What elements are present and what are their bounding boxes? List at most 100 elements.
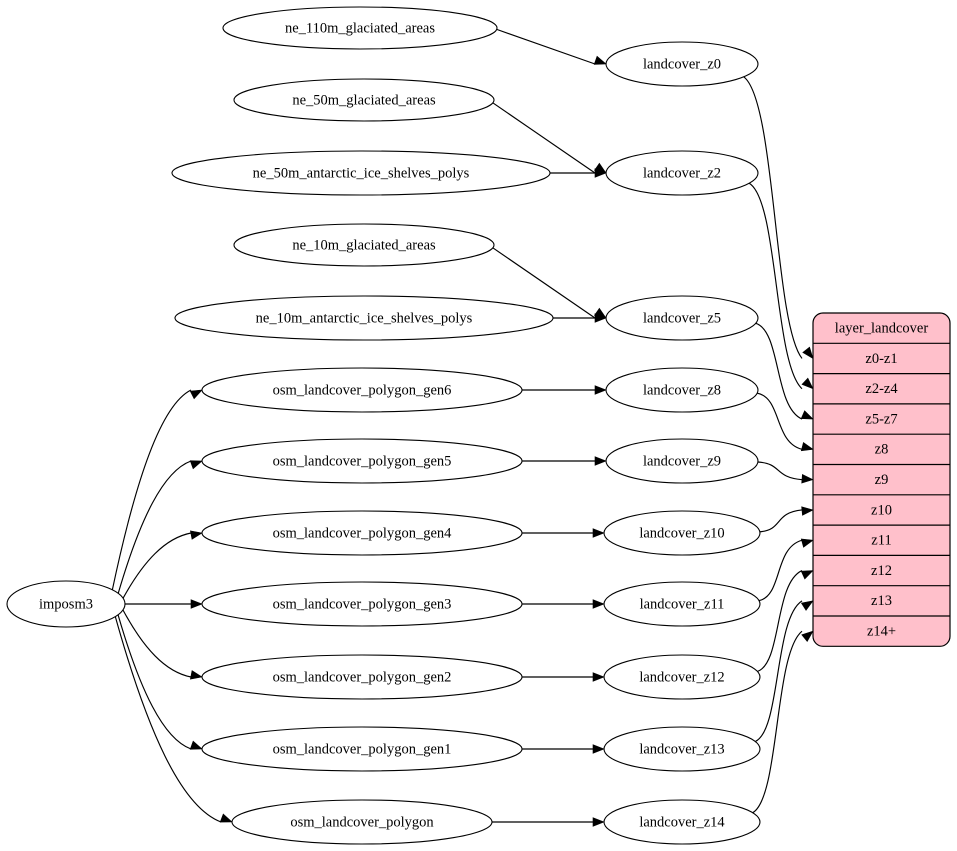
- edge-arrowhead: [189, 740, 203, 750]
- edge-arrowhead: [800, 410, 814, 420]
- layer-table-row-z14+[interactable]: [813, 616, 950, 646]
- source-table-node-ne_10m_glaciated_areas[interactable]: ne_10m_glaciated_areas: [233, 223, 495, 267]
- source-table-node-osm_landcover_polygon_gen1[interactable]: osm_landcover_polygon_gen1: [201, 726, 523, 772]
- layer-table-row-z2-z4[interactable]: [813, 374, 950, 404]
- source-table-node-osm_landcover_polygon_gen3[interactable]: osm_landcover_polygon_gen3: [201, 581, 523, 627]
- node-label-landcover_z8: landcover_z8: [643, 382, 721, 398]
- edge-imposm3-to-osm_landcover_polygon_gen4: [122, 532, 192, 599]
- layer-table-row-z13[interactable]: [813, 586, 950, 616]
- layer-table-row-z11[interactable]: [813, 525, 950, 555]
- node-label-landcover_z2: landcover_z2: [643, 165, 721, 181]
- source-table-node-osm_landcover_polygon_gen2[interactable]: osm_landcover_polygon_gen2: [201, 654, 523, 700]
- node-ellipse-landcover_z0: [605, 41, 759, 87]
- edge-arrowhead: [592, 599, 605, 609]
- node-label-ne_50m_antarctic_ice_shelves_polys: ne_50m_antarctic_ice_shelves_polys: [253, 165, 470, 181]
- node-ellipse-landcover_z11: [603, 581, 761, 627]
- layer-table-body: [812, 312, 951, 647]
- edge-landcover_z2-to-layer_landcover.z2-z4: [748, 182, 803, 390]
- node-ellipse-osm_landcover_polygon: [231, 799, 493, 845]
- node-ellipse-ne_10m_glaciated_areas: [233, 223, 495, 267]
- layer-table-row-z12[interactable]: [813, 555, 950, 585]
- landcover-node-landcover_z13[interactable]: landcover_z13: [603, 726, 761, 772]
- edge-arrowhead: [592, 672, 605, 682]
- source-table-node-ne_50m_glaciated_areas[interactable]: ne_50m_glaciated_areas: [233, 78, 495, 122]
- edge-ne_50m_glaciated_areas-to-landcover_z2: [492, 102, 596, 174]
- layer-table-cell-z13: z13: [871, 593, 892, 609]
- node-label-landcover_z5: landcover_z5: [643, 310, 721, 326]
- layer-table-row-z9[interactable]: [813, 465, 950, 495]
- edge-ne_110m_glaciated_areas-to-landcover_z0: [496, 28, 596, 65]
- source-table-node-osm_landcover_polygon_gen4[interactable]: osm_landcover_polygon_gen4: [201, 510, 523, 556]
- layer-table-row-z8[interactable]: [813, 434, 950, 464]
- node-label-landcover_z10: landcover_z10: [639, 525, 724, 541]
- node-ellipse-landcover_z9: [605, 438, 759, 484]
- nodes-layer: ne_110m_glaciated_areas ne_50m_glaciated_…: [6, 6, 761, 845]
- edge-landcover_z0-to-layer_landcover.z0-z1: [743, 76, 803, 359]
- edge-arrowhead: [800, 570, 814, 580]
- node-ellipse-landcover_z5: [605, 295, 759, 341]
- edge-landcover_z11-to-layer_landcover.z11: [758, 539, 803, 602]
- node-label-osm_landcover_polygon_gen5: osm_landcover_polygon_gen5: [273, 453, 452, 469]
- node-label-ne_110m_glaciated_areas: ne_110m_glaciated_areas: [285, 20, 435, 36]
- node-ellipse-ne_110m_glaciated_areas: [222, 6, 498, 50]
- edge-arrowhead: [801, 474, 814, 484]
- node-label-osm_landcover_polygon_gen6: osm_landcover_polygon_gen6: [273, 382, 452, 398]
- source-table-node-osm_landcover_polygon[interactable]: osm_landcover_polygon: [231, 799, 493, 845]
- node-label-landcover_z9: landcover_z9: [643, 453, 721, 469]
- edge-landcover_z13-to-layer_landcover.z13: [755, 600, 803, 743]
- node-ellipse-landcover_z10: [603, 510, 761, 556]
- source-table-node-ne_110m_glaciated_areas[interactable]: ne_110m_glaciated_areas: [222, 6, 498, 50]
- layer-table-row-z5-z7[interactable]: [813, 404, 950, 434]
- layer-table-cell-z12: z12: [871, 563, 892, 579]
- source-table-node-ne_10m_antarctic_ice_shelves_polys[interactable]: ne_10m_antarctic_ice_shelves_polys: [174, 295, 554, 341]
- landcover-node-landcover_z8[interactable]: landcover_z8: [605, 367, 759, 413]
- node-label-ne_10m_antarctic_ice_shelves_polys: ne_10m_antarctic_ice_shelves_polys: [256, 310, 473, 326]
- edge-ne_10m_glaciated_areas-to-landcover_z5: [492, 247, 596, 319]
- edge-imposm3-to-osm_landcover_polygon_gen2: [122, 609, 192, 678]
- landcover-node-landcover_z10[interactable]: landcover_z10: [603, 510, 761, 556]
- edge-imposm3-to-osm_landcover_polygon_gen5: [117, 460, 192, 594]
- node-ellipse-ne_50m_antarctic_ice_shelves_polys: [171, 150, 551, 196]
- landcover-node-landcover_z5[interactable]: landcover_z5: [605, 295, 759, 341]
- edge-landcover_z12-to-layer_landcover.z12: [757, 570, 803, 673]
- importer-node-imposm3[interactable]: imposm3: [6, 580, 126, 628]
- source-table-node-osm_landcover_polygon_gen5[interactable]: osm_landcover_polygon_gen5: [201, 438, 523, 484]
- node-label-osm_landcover_polygon_gen1: osm_landcover_polygon_gen1: [273, 741, 452, 757]
- node-ellipse-landcover_z12: [603, 654, 761, 700]
- node-ellipse-osm_landcover_polygon_gen1: [201, 726, 523, 772]
- layer-table-row-z10[interactable]: [813, 495, 950, 525]
- node-label-osm_landcover_polygon_gen4: osm_landcover_polygon_gen4: [273, 525, 453, 541]
- node-ellipse-landcover_z2: [605, 150, 759, 196]
- landcover-node-landcover_z2[interactable]: landcover_z2: [605, 150, 759, 196]
- node-ellipse-imposm3: [6, 580, 126, 628]
- edge-arrowhead: [801, 630, 814, 642]
- edge-arrowhead: [594, 313, 607, 323]
- landcover-node-landcover_z11[interactable]: landcover_z11: [603, 581, 761, 627]
- layer-table-cell-z2-z4: z2-z4: [865, 381, 898, 397]
- source-table-node-osm_landcover_polygon_gen6[interactable]: osm_landcover_polygon_gen6: [201, 367, 523, 413]
- node-label-osm_landcover_polygon_gen3: osm_landcover_polygon_gen3: [273, 596, 452, 612]
- layer-table-cell-z11: z11: [871, 533, 891, 549]
- node-ellipse-ne_50m_glaciated_areas: [233, 78, 495, 122]
- layer-table-cell-z0-z1: z0-z1: [865, 351, 897, 367]
- layer-table-cell-z8: z8: [875, 442, 889, 458]
- landcover-node-landcover_z14[interactable]: landcover_z14: [603, 799, 761, 845]
- edge-landcover_z9-to-layer_landcover.z9: [757, 461, 803, 481]
- landcover-node-landcover_z9[interactable]: landcover_z9: [605, 438, 759, 484]
- layer-table-row-z0-z1[interactable]: [813, 343, 950, 373]
- edge-arrowhead: [594, 168, 607, 178]
- edge-arrowhead: [594, 385, 607, 395]
- node-ellipse-ne_10m_antarctic_ice_shelves_polys: [174, 295, 554, 341]
- edge-arrowhead: [189, 389, 203, 400]
- edge-arrowhead: [189, 670, 203, 680]
- node-ellipse-osm_landcover_polygon_gen4: [201, 510, 523, 556]
- landcover-node-landcover_z12[interactable]: landcover_z12: [603, 654, 761, 700]
- node-ellipse-osm_landcover_polygon_gen5: [201, 438, 523, 484]
- node-label-osm_landcover_polygon: osm_landcover_polygon: [290, 814, 434, 830]
- edge-arrowhead: [593, 55, 607, 65]
- layer-table-header: layer_landcover: [835, 320, 929, 336]
- landcover-node-landcover_z0[interactable]: landcover_z0: [605, 41, 759, 87]
- source-table-node-ne_50m_antarctic_ice_shelves_polys[interactable]: ne_50m_antarctic_ice_shelves_polys: [171, 150, 551, 196]
- node-label-landcover_z0: landcover_z0: [643, 56, 721, 72]
- node-label-osm_landcover_polygon_gen2: osm_landcover_polygon_gen2: [273, 669, 452, 685]
